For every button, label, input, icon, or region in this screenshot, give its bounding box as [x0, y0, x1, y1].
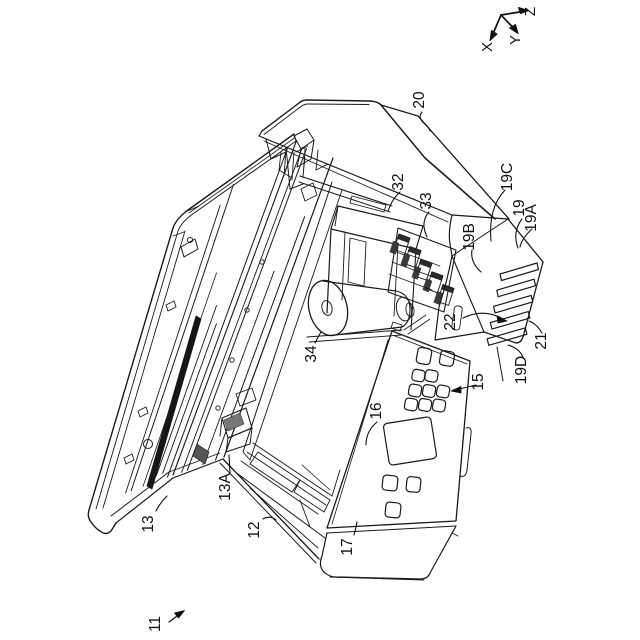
svg-text:19D: 19D — [513, 356, 530, 384]
svg-text:19B: 19B — [461, 223, 478, 251]
svg-text:13A: 13A — [217, 473, 234, 501]
svg-text:13: 13 — [140, 515, 157, 532]
svg-text:34: 34 — [303, 345, 320, 363]
svg-text:20: 20 — [411, 91, 428, 109]
svg-text:19C: 19C — [499, 163, 516, 191]
svg-text:X: X — [479, 42, 496, 52]
svg-text:15: 15 — [470, 373, 487, 390]
svg-text:11: 11 — [147, 616, 164, 632]
svg-text:19: 19 — [511, 199, 528, 216]
svg-text:19A: 19A — [523, 204, 540, 232]
svg-text:33: 33 — [418, 192, 435, 209]
svg-text:22: 22 — [442, 313, 459, 330]
svg-text:12: 12 — [246, 521, 263, 538]
svg-text:17: 17 — [339, 538, 356, 555]
svg-text:16: 16 — [368, 402, 385, 419]
svg-text:32: 32 — [390, 173, 407, 190]
svg-text:Y: Y — [507, 35, 524, 45]
svg-text:Z: Z — [522, 7, 539, 16]
svg-text:21: 21 — [533, 332, 550, 349]
